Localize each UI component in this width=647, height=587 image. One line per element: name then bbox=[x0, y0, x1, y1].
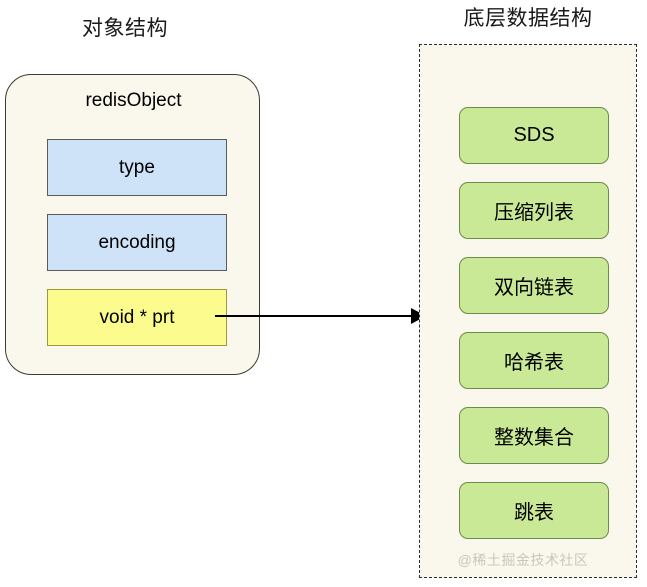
right-section-title: 底层数据结构 bbox=[463, 7, 593, 30]
structure-box-sds: SDS bbox=[459, 107, 609, 164]
structure-box-skiplist: 跳表 bbox=[459, 482, 609, 539]
pointer-arrow-icon bbox=[215, 308, 426, 324]
data-structure-container: SDS 压缩列表 双向链表 哈希表 整数集合 跳表 @稀土掘金技术社区 bbox=[419, 44, 637, 578]
structure-label-skiplist: 跳表 bbox=[514, 502, 554, 524]
structure-label-hashtable: 哈希表 bbox=[504, 352, 564, 374]
field-box-type: type bbox=[47, 139, 227, 196]
field-box-pointer: void * prt bbox=[47, 289, 227, 346]
left-section-title: 对象结构 bbox=[82, 17, 168, 40]
structure-box-hashtable: 哈希表 bbox=[459, 332, 609, 389]
structure-label-linkedlist: 双向链表 bbox=[494, 277, 574, 299]
field-label-encoding: encoding bbox=[98, 231, 176, 253]
watermark-text: @稀土掘金技术社区 bbox=[457, 552, 589, 568]
redis-object-container: redisObject type encoding void * prt bbox=[5, 74, 260, 375]
pointer-arrow-head bbox=[411, 308, 426, 324]
structure-label-intset: 整数集合 bbox=[494, 427, 574, 449]
structure-label-ziplist: 压缩列表 bbox=[494, 202, 574, 224]
field-box-encoding: encoding bbox=[47, 214, 227, 271]
field-label-type: type bbox=[119, 156, 155, 178]
field-label-pointer: void * prt bbox=[99, 306, 175, 328]
structure-label-sds: SDS bbox=[513, 124, 555, 146]
structure-box-linkedlist: 双向链表 bbox=[459, 257, 609, 314]
structure-box-intset: 整数集合 bbox=[459, 407, 609, 464]
structure-box-ziplist: 压缩列表 bbox=[459, 182, 609, 239]
redis-object-label: redisObject bbox=[85, 90, 182, 111]
